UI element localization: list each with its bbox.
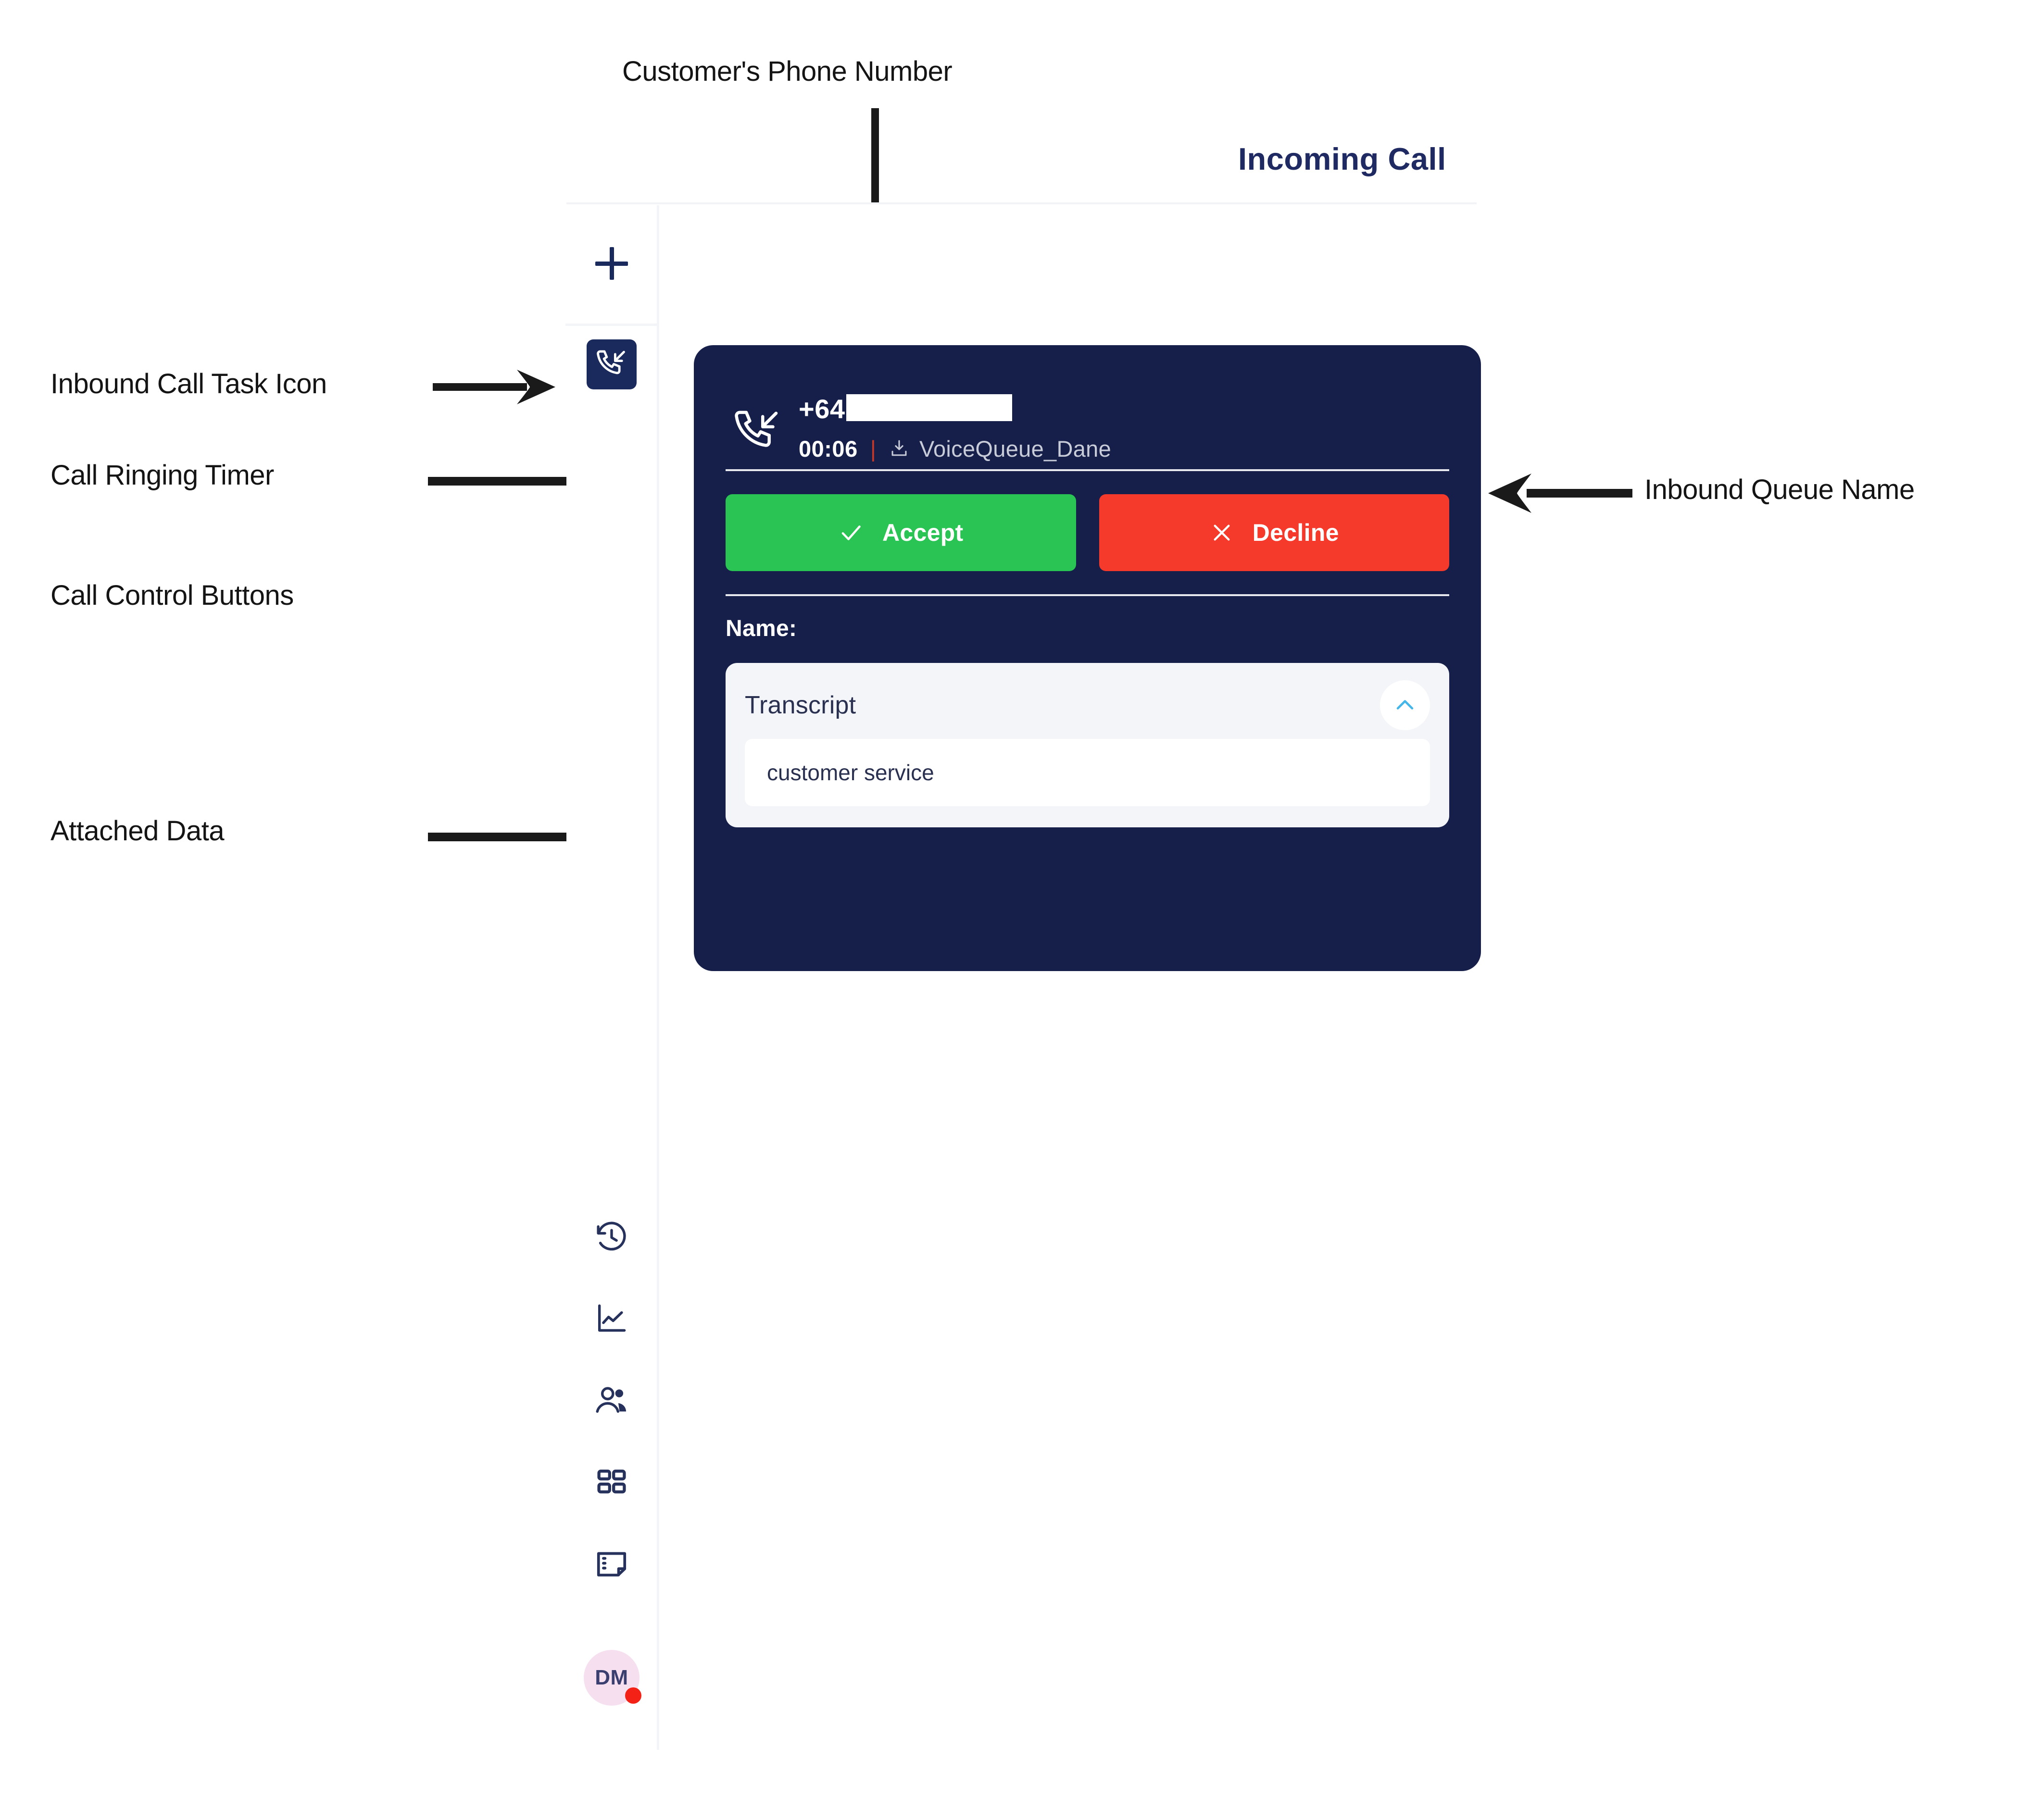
status-dot-icon xyxy=(625,1687,641,1704)
line-chart-icon xyxy=(593,1300,630,1339)
page-title: Incoming Call xyxy=(1238,141,1446,176)
transcript-collapse-button[interactable] xyxy=(1380,680,1430,730)
annotation-arrow-queue-name xyxy=(1488,469,1632,517)
annotation-inbound-call-task-icon: Inbound Call Task Icon xyxy=(50,368,327,399)
sidebar-divider xyxy=(565,324,658,326)
inbound-call-task-icon-tile xyxy=(587,339,637,389)
inbound-call-icon xyxy=(732,406,782,458)
customer-phone-number: +64 xyxy=(799,393,1111,425)
annotation-arrow-task-icon xyxy=(433,365,555,409)
grid-apps-icon xyxy=(594,1465,629,1502)
sidebar-item-analytics[interactable] xyxy=(565,1279,658,1360)
call-header-text: +64 00:06 | VoiceQueue_Dane xyxy=(799,393,1111,462)
incoming-call-card: +64 00:06 | VoiceQueue_Dane xyxy=(694,345,1481,971)
avatar-wrapper[interactable]: DM xyxy=(565,1606,658,1750)
annotation-call-control-buttons: Call Control Buttons xyxy=(50,580,294,611)
call-control-buttons: Accept Decline xyxy=(723,471,1452,594)
sidebar-item-notes[interactable] xyxy=(565,1524,658,1606)
annotation-customers-phone-number: Customer's Phone Number xyxy=(622,56,953,87)
accept-button[interactable]: Accept xyxy=(726,494,1076,571)
sidebar: DM xyxy=(565,205,659,1750)
attached-name-label: Name: xyxy=(726,616,797,641)
avatar-initials: DM xyxy=(595,1666,628,1689)
check-icon xyxy=(838,520,864,546)
call-ringing-timer: 00:06 xyxy=(799,436,858,462)
avatar[interactable]: DM xyxy=(584,1650,641,1706)
chevron-up-icon xyxy=(1392,691,1418,720)
annotation-attached-data: Attached Data xyxy=(50,815,225,847)
add-task-button[interactable] xyxy=(565,205,658,324)
attached-data-panel: Transcript customer service xyxy=(726,663,1449,827)
plus-icon xyxy=(592,244,631,285)
card-divider-top xyxy=(726,469,1449,471)
inbound-queue-name: VoiceQueue_Dane xyxy=(919,436,1112,462)
call-meta-row: 00:06 | VoiceQueue_Dane xyxy=(799,436,1111,462)
people-icon xyxy=(593,1382,630,1421)
transcript-title: Transcript xyxy=(745,691,856,719)
sidebar-item-inbound-call-task[interactable] xyxy=(565,326,658,403)
sidebar-item-apps[interactable] xyxy=(565,1442,658,1524)
accept-button-label: Accept xyxy=(882,519,964,546)
transcript-value-field[interactable]: customer service xyxy=(745,739,1430,806)
card-divider-bottom xyxy=(726,594,1449,596)
decline-button[interactable]: Decline xyxy=(1099,494,1449,571)
phone-number-prefix: +64 xyxy=(799,394,845,424)
phone-number-redaction xyxy=(846,394,1012,421)
inbound-call-icon xyxy=(595,347,628,382)
x-icon xyxy=(1209,520,1234,545)
call-card-header: +64 00:06 | VoiceQueue_Dane xyxy=(723,345,1452,465)
download-tray-icon xyxy=(889,438,910,459)
sidebar-item-contacts[interactable] xyxy=(565,1360,658,1442)
annotation-call-ringing-timer: Call Ringing Timer xyxy=(50,460,274,491)
note-icon xyxy=(593,1546,630,1584)
transcript-header: Transcript xyxy=(745,680,1430,730)
annotation-inbound-queue-name: Inbound Queue Name xyxy=(1644,474,1915,505)
decline-button-label: Decline xyxy=(1252,519,1339,546)
history-clock-icon xyxy=(593,1219,630,1258)
meta-separator: | xyxy=(870,436,876,462)
header-divider xyxy=(566,202,1477,205)
sidebar-item-history[interactable] xyxy=(565,1197,658,1279)
transcript-value-text: customer service xyxy=(767,760,934,785)
